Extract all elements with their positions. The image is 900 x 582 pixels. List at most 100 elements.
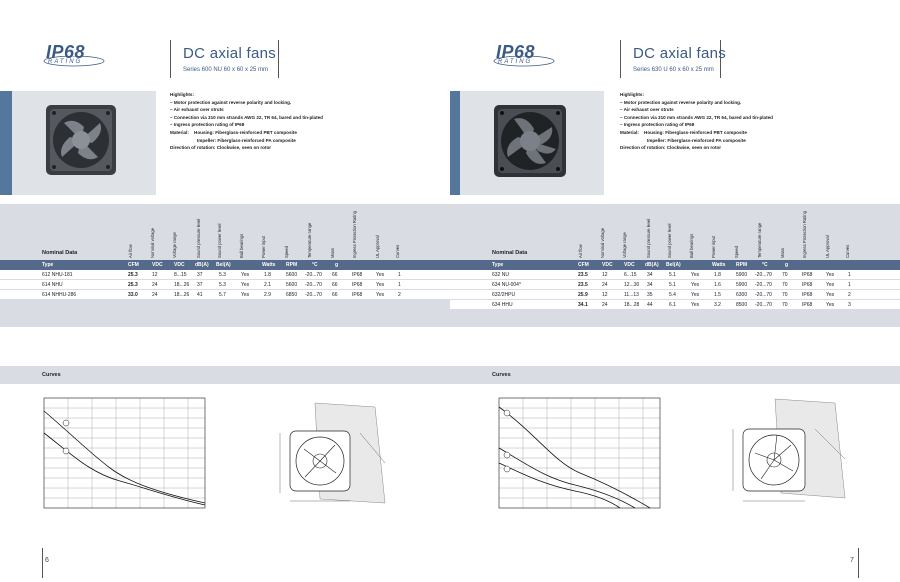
table-cell: 8...15 [174,272,187,278]
highlight-line: – Connection via 310 mm strands AWG 22, … [620,114,773,120]
table-cell: 12 [602,292,608,298]
rotation-line: Direction of rotation: Clockwise, seen o… [170,145,272,151]
material-housing: Housing: Fiberglass-reinforced PBT compo… [644,129,747,135]
col-ip-rating: Ingress Protection Rating [352,210,357,258]
unit-row: Type CFM VDC VDC dB(A) Bel(A) Watts RPM … [0,260,450,270]
table-cell: 6300 [736,292,748,298]
unit: VDC [152,262,163,268]
col-voltage-range: Voltage range [622,232,627,258]
table-cell: 37 [197,282,203,288]
table-cell: 6...15 [624,272,637,278]
table-cell: 44 [647,302,653,308]
col-ul-approval: UL Approval [375,235,380,258]
col-ul-approval: UL Approval [825,235,830,258]
table-cell: 70 [782,272,788,278]
table-cell: 70 [782,282,788,288]
type-cell: 632 NU [492,272,509,278]
curves-band [450,366,900,384]
col-temperature-range: Temperature range [307,222,312,258]
table-cell: IP68 [352,292,363,298]
material-line: Material: Housing: Fiberglass-reinforced… [620,129,890,137]
title-divider [620,40,621,78]
table-cell: 24 [602,302,608,308]
hero-accent [450,91,460,195]
table-cell: 2 [848,292,851,298]
col-ip-rating: Ingress Protection Rating [802,210,807,258]
table-cell: 1.8 [714,272,721,278]
table-cell: 24 [152,282,158,288]
unit: °C [312,262,318,268]
table-cell: Yes [826,282,835,288]
table-cell: 70 [782,292,788,298]
footer-rule [858,548,859,578]
table-cell: 23.5 [578,282,588,288]
table-cell: 18...26 [174,292,190,298]
table-cell: 37 [197,272,203,278]
unit: RPM [736,262,748,268]
table-cell: 5.1 [669,272,676,278]
table-cell: 24 [602,282,608,288]
table-cell: 70 [782,302,788,308]
unit: CFM [578,262,589,268]
left-page: IP68 RATING DC axial fans Series 600 NU … [0,40,450,578]
table-cell: 66 [332,272,338,278]
material-label: Material: [620,129,639,135]
table-cell: 5.3 [219,282,226,288]
table-cell: IP68 [802,292,813,298]
table-cell: 41 [197,292,203,298]
right-curve-chart [498,397,661,509]
unit-row: Type CFM VDC VDC dB(A) Bel(A) Watts RPM … [450,260,900,270]
material-label: Material: [170,129,189,135]
table-cell: Yes [826,292,835,298]
table-cell: 5.1 [669,282,676,288]
curves-label: Curves [42,372,61,378]
unit: RPM [286,262,298,268]
table-cell: -20...70 [755,282,772,288]
table-cell: Yes [376,292,385,298]
table-cell: 18...26 [174,282,190,288]
fan-photo [460,91,604,195]
table-cell: 5900 [736,272,748,278]
col-mass: Mass [780,247,785,258]
table-cell: Yes [826,302,835,308]
col-sound-power: Sound power level [667,223,672,258]
table-cell: 34 [647,282,653,288]
table-cell: 6.1 [669,302,676,308]
table-cell: 23.5 [578,272,588,278]
left-dimension-drawing [279,402,386,504]
unit: Watts [712,262,726,268]
unit: °C [762,262,768,268]
table-cell: 25.9 [578,292,588,298]
highlight-line: – Motor protection against reverse polar… [620,99,742,105]
table-cell: 34 [647,272,653,278]
table-cell: 1 [398,282,401,288]
highlight-line: – Air exhaust over struts [170,107,224,113]
table-cell: 1 [398,272,401,278]
unit: VDC [624,262,635,268]
table-cell: 2.9 [264,292,271,298]
data-table: Nominal Data Air flow Nominal voltage Vo… [450,204,900,327]
table-cell: IP68 [802,272,813,278]
title-divider-right [720,40,721,78]
rotation-line: Direction of rotation: Clockwise, seen o… [620,145,722,151]
unit: VDC [602,262,613,268]
fan-photo [12,91,156,195]
right-page: IP68 RATING DC axial fans Series 630 U 6… [450,0,900,582]
table-cell: 3 [848,302,851,308]
unit: Bel(A) [216,262,231,268]
hero-accent [0,91,12,195]
table-cell: Yes [376,272,385,278]
table-cell: 5.7 [219,292,226,298]
table-cell: -20...70 [755,302,772,308]
type-label: Type [42,262,54,268]
table-cell: 11...13 [624,292,639,298]
left-curve-chart [43,397,206,509]
table-cell: 3.2 [714,302,721,308]
type-cell: 634 HHU [492,302,513,308]
table-cell: 24 [152,292,158,298]
table-cell: 34.1 [578,302,588,308]
table-cell: 8500 [736,302,748,308]
